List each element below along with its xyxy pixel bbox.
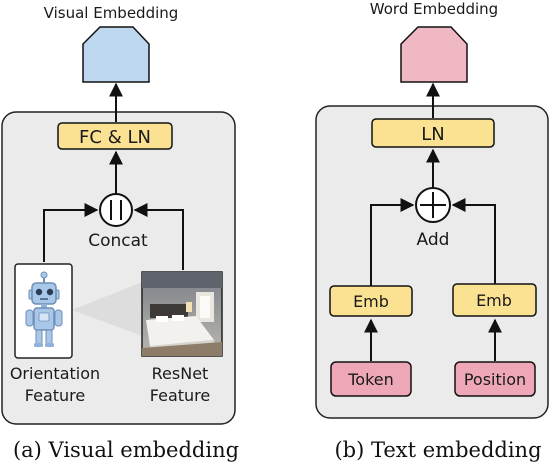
emb-left-box [329,285,413,317]
resnet-to-concat-arrow [133,203,184,270]
fc-ln-box [57,122,173,150]
position-label: Position [464,370,526,389]
position-box [454,361,536,397]
concat-label: Concat [88,231,148,251]
emb-right-box [452,283,537,317]
projection-cone [72,282,142,336]
fc-ln-label: FC & LN [79,127,151,148]
visual-embedding-output-shape [82,26,150,83]
resnet-label-line1: ResNet [152,364,209,383]
robot-icon [25,271,63,347]
resnet-label-line2: Feature [150,386,210,405]
ln-box [371,118,495,148]
resnet-room-image [141,271,223,357]
emb-left-label: Emb [353,292,389,311]
visual-caption: (a) Visual embedding [13,438,239,462]
token-box [330,361,412,397]
add-label: Add [417,230,450,250]
ln-label: LN [421,124,445,145]
emb-right-to-add-arrow [451,198,496,284]
visual-embedding-title: Visual Embedding [44,4,179,22]
orientation-label-line1: Orientation [10,364,100,383]
word-embedding-output-shape [400,26,468,83]
add-icon [415,187,451,223]
token-label: Token [347,370,394,389]
orientation-label-line2: Feature [25,386,85,405]
word-embedding-title: Word Embedding [370,0,498,18]
emb-left-to-add-arrow [370,198,415,286]
emb-right-label: Emb [476,291,512,310]
text-caption: (b) Text embedding [334,438,541,462]
concat-icon [99,193,133,227]
orientation-to-concat-arrow [43,203,99,262]
